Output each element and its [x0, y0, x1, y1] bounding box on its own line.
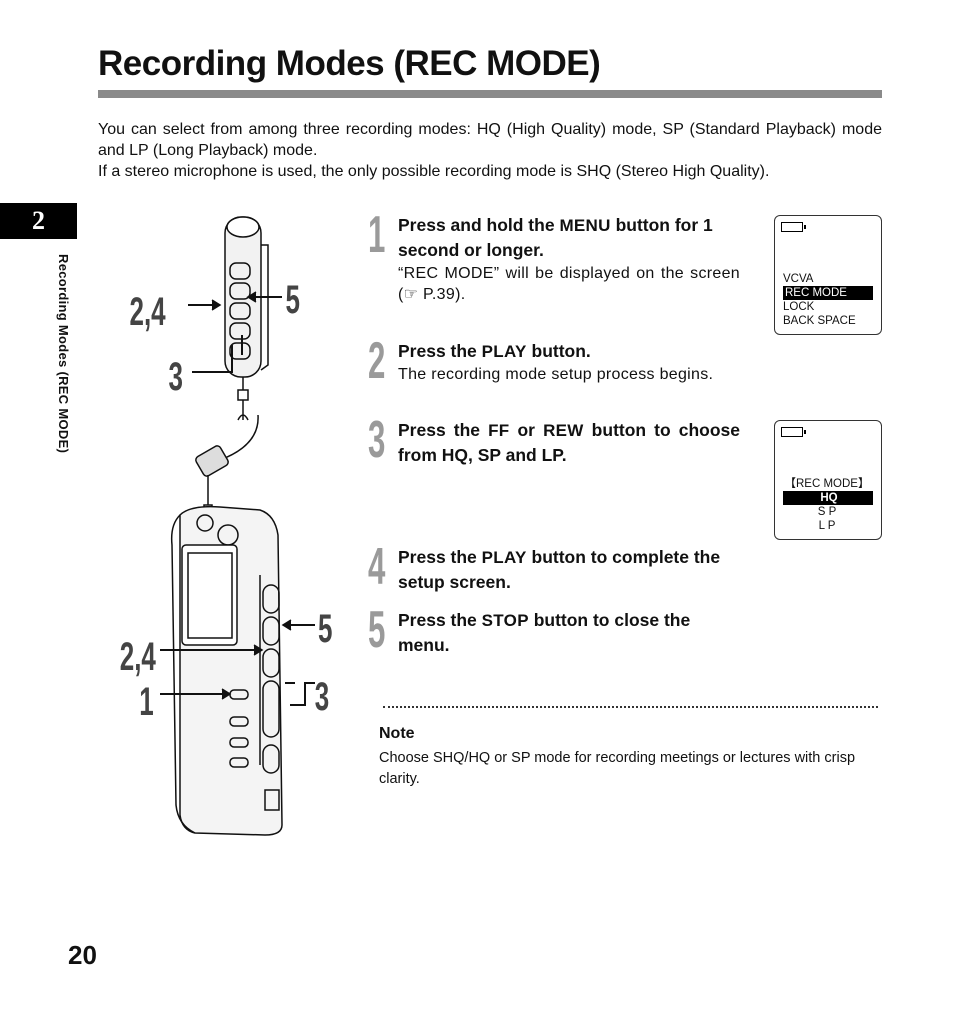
step-4: 4 Press the PLAY button to complete the …	[368, 541, 740, 595]
step-number: 4	[368, 538, 386, 596]
step-number: 1	[368, 206, 386, 264]
step-title: Press the PLAY button.	[398, 341, 591, 361]
lcd-menu-item: LOCK	[783, 301, 815, 313]
ff-key-label: FF	[488, 421, 510, 440]
step-title: Press the STOP button to close the menu.	[398, 610, 691, 655]
step-number: 2	[368, 332, 386, 390]
title-rule	[98, 90, 882, 98]
step-title: Press the FF or REW button to choose fro…	[398, 420, 740, 465]
page-number: 20	[68, 940, 97, 970]
callout-bottom-1: 1	[139, 679, 153, 724]
step-number: 5	[368, 601, 386, 659]
intro-text: You can select from among three recordin…	[98, 119, 882, 182]
play-key-label: PLAY	[481, 548, 527, 567]
play-key-label: PLAY	[481, 342, 527, 361]
stop-key-label: STOP	[481, 611, 529, 630]
lcd-menu-item-selected: REC MODE	[783, 286, 873, 300]
note-text: Choose SHQ/HQ or SP mode for recording m…	[379, 750, 856, 787]
recorder-illustration: 2,4 5 3 5 2,4 1 3	[120, 216, 332, 836]
note-title: Note	[379, 725, 415, 742]
battery-icon	[781, 427, 806, 437]
step-1: 1 Press and hold the MENU button for 1 s…	[368, 209, 740, 305]
step-3: 3 Press the FF or REW button to choose f…	[368, 414, 740, 468]
step-title: Press and hold the MENU button for 1 sec…	[398, 215, 713, 260]
lcd-menu-item: VCVA	[783, 273, 814, 285]
note-divider	[383, 706, 878, 708]
chapter-tab: 2	[0, 203, 77, 239]
page-title: Recording Modes (REC MODE)	[98, 44, 601, 83]
callout-top-2-4: 2,4	[130, 289, 166, 334]
battery-icon	[781, 222, 806, 232]
callout-top-3: 3	[169, 354, 183, 399]
menu-key-label: MENU	[559, 216, 611, 235]
callout-bottom-3: 3	[315, 674, 329, 719]
lcd-option-selected: HQ	[783, 491, 873, 505]
lcd-display-rec-mode: 【REC MODE】 HQ S P L P	[774, 420, 882, 540]
lcd-option: S P	[817, 506, 837, 518]
callout-top-5: 5	[286, 277, 300, 322]
lcd-option: L P	[818, 520, 836, 532]
step-text: “REC MODE” will be displayed on the scre…	[398, 265, 740, 303]
lcd-display-menu: VCVA REC MODE LOCK BACK SPACE	[774, 215, 882, 335]
callout-bottom-5: 5	[318, 606, 332, 651]
step-number: 3	[368, 411, 386, 469]
intro-paragraph-2: If a stereo microphone is used, the only…	[98, 163, 770, 180]
step-2: 2 Press the PLAY button. The recording m…	[368, 335, 740, 387]
step-text: The recording mode setup process begins.	[398, 366, 714, 383]
side-section-label: Recording Modes (REC MODE)	[56, 254, 71, 454]
callout-bottom-2-4: 2,4	[120, 634, 156, 679]
step-5: 5 Press the STOP button to close the men…	[368, 604, 740, 658]
rew-key-label: REW	[543, 421, 584, 440]
intro-paragraph-1: You can select from among three recordin…	[98, 121, 882, 159]
step-title: Press the PLAY button to complete the se…	[398, 547, 721, 592]
lcd-heading: 【REC MODE】	[784, 478, 870, 490]
lcd-menu-item: BACK SPACE	[783, 315, 856, 327]
